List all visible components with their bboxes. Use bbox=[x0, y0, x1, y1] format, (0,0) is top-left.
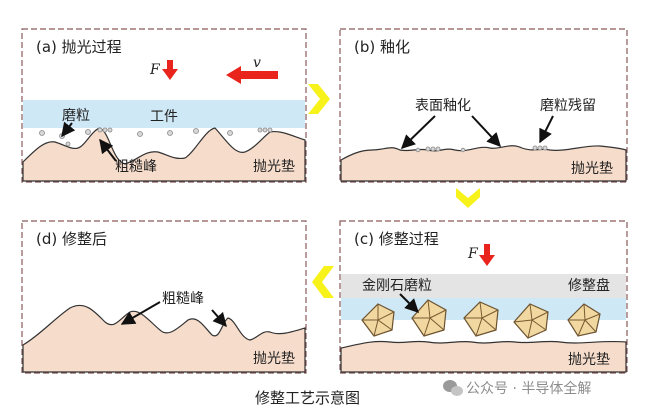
panel-c-dressing: (c) 修整过程 bbox=[339, 220, 628, 374]
abrasive-pointer-a bbox=[61, 121, 76, 138]
panel-b-title: (b) 釉化 bbox=[354, 38, 410, 56]
peak-pointer-d-left bbox=[120, 301, 161, 325]
diamond-grits bbox=[361, 299, 601, 339]
diamond-grit bbox=[513, 303, 549, 339]
dresser-disc bbox=[341, 274, 626, 298]
residual-abrasives-b bbox=[415, 145, 548, 153]
flow-chevron-b-to-c bbox=[456, 188, 480, 208]
force-label-a: F bbox=[149, 62, 161, 78]
polishing-pad-b bbox=[340, 145, 627, 182]
pad-label-c: 抛光垫 bbox=[568, 352, 610, 368]
pad-label-a: 抛光垫 bbox=[253, 159, 295, 175]
residue-label: 磨粒残留 bbox=[540, 98, 596, 114]
force-label-c: F bbox=[467, 246, 479, 262]
flow-chevron-a-to-b bbox=[308, 84, 330, 114]
residue-pointer bbox=[539, 115, 554, 144]
diamond-grit bbox=[567, 303, 601, 337]
peak-label-a: 粗糙峰 bbox=[115, 159, 157, 175]
panel-a-title: (a) 抛光过程 bbox=[36, 38, 122, 56]
polishing-pad-a bbox=[22, 127, 306, 182]
panel-d-after-dressing: (d) 修整后 粗糙峰 抛光垫 bbox=[21, 220, 307, 374]
velocity-arrow-a bbox=[226, 66, 278, 84]
diamond-grit bbox=[411, 299, 447, 337]
watermark: 公众号 · 半导体全解 bbox=[466, 380, 591, 397]
polishing-pad-c bbox=[340, 340, 627, 373]
workpiece-label: 工件 bbox=[150, 109, 178, 125]
dresser-label: 修整盘 bbox=[568, 277, 610, 294]
velocity-label-a: v bbox=[253, 55, 261, 71]
diamond-grit bbox=[361, 303, 395, 337]
panel-a-polishing: (a) 抛光过程 F v 磨粒 工件 粗糙峰 抛光垫 bbox=[21, 28, 307, 183]
diamond-label: 金刚石磨粒 bbox=[362, 278, 432, 294]
diamond-grit bbox=[463, 301, 499, 337]
diamond-pointer bbox=[399, 293, 419, 313]
polishing-pad-d bbox=[22, 304, 306, 373]
glazing-pointer-left bbox=[400, 115, 436, 149]
wechat-icon bbox=[443, 380, 463, 396]
pad-label-d: 抛光垫 bbox=[253, 351, 295, 367]
force-arrow-a bbox=[162, 60, 178, 80]
abrasive-label-a: 磨粒 bbox=[62, 108, 90, 124]
peak-pointer-d-right bbox=[211, 309, 227, 328]
figure-title: 修整工艺示意图 bbox=[255, 389, 360, 407]
peak-label-d: 粗糙峰 bbox=[162, 291, 204, 307]
panel-c-title: (c) 修整过程 bbox=[354, 230, 439, 248]
panel-b-glazing: (b) 釉化 表面釉化 磨粒残留 抛光垫 bbox=[339, 28, 628, 183]
force-arrow-c bbox=[479, 244, 495, 266]
flow-chevron-c-to-d bbox=[312, 266, 334, 298]
peak-pointer-a bbox=[99, 138, 117, 162]
panel-d-title: (d) 修整后 bbox=[36, 230, 107, 248]
glazing-pointer-right bbox=[471, 115, 501, 148]
glazing-label: 表面釉化 bbox=[415, 98, 471, 114]
pad-label-b: 抛光垫 bbox=[571, 161, 613, 177]
